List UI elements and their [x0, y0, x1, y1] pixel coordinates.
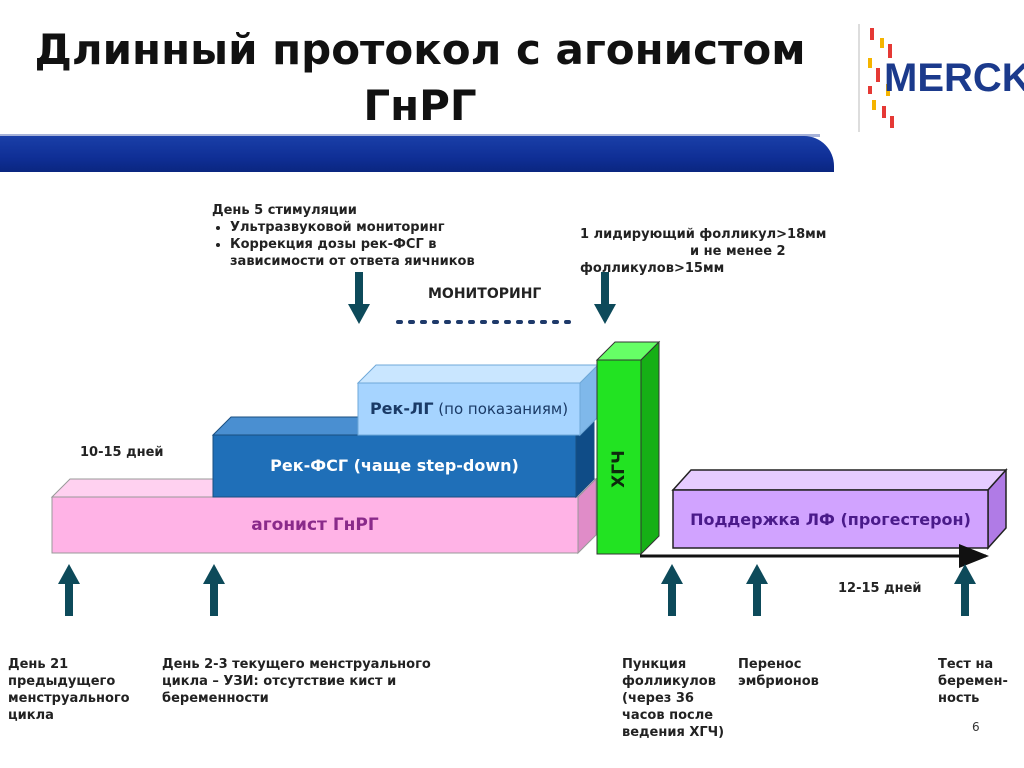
hcg-bar [595, 340, 661, 556]
luteal-bar [671, 468, 1008, 550]
bottom-label-test: Тест на беремен-ность [938, 657, 1008, 706]
bottom-label-day21: День 21 предыдущего менструального цикла [8, 657, 130, 723]
bottom-label-transfer: Перенос эмбрионов [738, 657, 819, 689]
rec-fsh-label: Рек-ФСГ (чаще step-down) [270, 456, 519, 475]
day5-item: Коррекция дозы рек-ФСГ в зависимости от … [230, 236, 502, 270]
merck-logo [858, 24, 1008, 132]
header-band-highlight [0, 134, 820, 137]
title-line-1: Длинный протокол с агонистом [34, 25, 806, 74]
up-arrow-puncture [661, 564, 683, 616]
merck-logo-icon [858, 24, 894, 132]
agonist-label: агонист ГнРГ [251, 515, 379, 535]
rec-lh-bold: Рек-ЛГ [369, 399, 434, 418]
day5-note: День 5 стимуляции Ультразвуковой монитор… [212, 202, 502, 270]
rec-lh-label: Рек-ЛГ (по показаниям) [358, 399, 580, 419]
days-10-15: 10-15 дней [80, 445, 164, 460]
hcg-label-wrap: ХГЧ [597, 450, 641, 488]
logo-text: MERCK [884, 56, 1024, 100]
monitoring-label: МОНИТОРИНГ [428, 286, 542, 302]
hcg-label: ХГЧ [609, 450, 629, 488]
page-number: 6 [972, 720, 980, 734]
up-arrow-test [954, 564, 976, 616]
day5-item: Ультразвуковой мониторинг [230, 219, 502, 236]
up-arrow-transfer [746, 564, 768, 616]
follicle-line-1: 1 лидирующий фолликул>18мм [580, 227, 827, 242]
bottom-label-puncture: Пункция фолликулов (через 36 часов после… [622, 657, 725, 740]
follicle-line-3: фолликулов>15мм [580, 261, 725, 276]
up-arrow-day2-3 [203, 564, 225, 616]
title-line-2: ГнРГ [363, 81, 477, 130]
follicle-note: 1 лидирующий фолликул>18мм и не менее 2 … [580, 226, 840, 277]
luteal-label: Поддержка ЛФ (прогестерон) [690, 510, 971, 529]
follicle-line-2: и не менее 2 [690, 244, 786, 259]
up-arrow-day21 [58, 564, 80, 616]
rec-lh-rest: (по показаниям) [433, 400, 569, 418]
header-band [0, 136, 834, 172]
down-arrow-hcg [594, 272, 616, 324]
page-title: Длинный протокол с агонистом ГнРГ [0, 22, 840, 134]
day5-heading: День 5 стимуляции [212, 203, 357, 218]
day5-list: Ультразвуковой мониторинг Коррекция дозы… [212, 219, 502, 270]
down-arrow-day5 [348, 272, 370, 324]
days-12-15: 12-15 дней [838, 581, 922, 596]
bottom-label-day2-3: День 2-3 текущего менструального цикла –… [162, 657, 431, 706]
rec-lh-bar [356, 363, 600, 437]
